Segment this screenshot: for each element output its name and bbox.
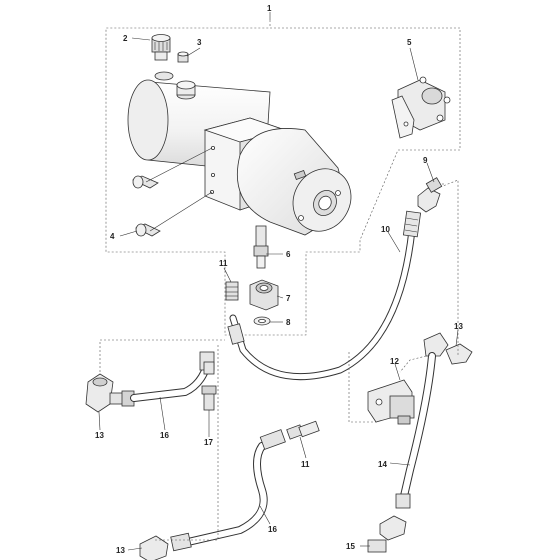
callout-13-right: 13 bbox=[454, 322, 463, 331]
callout-3: 3 bbox=[197, 38, 202, 47]
callout-16-upper: 16 bbox=[160, 431, 169, 440]
plug-fitting bbox=[177, 51, 189, 63]
callout-12: 12 bbox=[390, 357, 399, 366]
callout-11-lower: 11 bbox=[301, 460, 310, 469]
filler-cap bbox=[151, 34, 171, 61]
callout-14: 14 bbox=[378, 460, 387, 469]
callout-7: 7 bbox=[286, 294, 291, 303]
filler-port bbox=[154, 71, 174, 81]
callout-6: 6 bbox=[286, 250, 291, 259]
callout-16-lower: 16 bbox=[268, 525, 277, 534]
callout-1: 1 bbox=[267, 4, 272, 13]
return-line-assembly bbox=[85, 351, 217, 413]
callout-15: 15 bbox=[346, 542, 355, 551]
callout-13-left: 13 bbox=[95, 431, 104, 440]
hydraulic-hose-main bbox=[227, 210, 422, 381]
callout-4: 4 bbox=[110, 232, 115, 241]
assembly-boundary bbox=[105, 20, 461, 336]
callout-labels: 1 2 3 5 4 6 7 8 9 10 11 12 13 13 16 17 1… bbox=[95, 4, 463, 555]
callout-17: 17 bbox=[204, 438, 213, 447]
leader-lines bbox=[98, 12, 459, 551]
adapter-fitting-upper bbox=[225, 281, 239, 301]
callout-9: 9 bbox=[423, 156, 428, 165]
callout-10: 10 bbox=[381, 225, 390, 234]
connector-lines bbox=[99, 179, 459, 541]
elbow-fitting-9 bbox=[417, 177, 443, 213]
mounting-bolts bbox=[132, 175, 161, 237]
valve-block-assembly bbox=[367, 332, 473, 553]
callout-8: 8 bbox=[286, 318, 291, 327]
callout-13-bottom: 13 bbox=[116, 546, 125, 555]
pressure-fitting bbox=[253, 225, 269, 269]
hydraulic-hose-lower bbox=[139, 420, 320, 560]
callout-11-upper: 11 bbox=[219, 259, 228, 268]
check-valve bbox=[249, 279, 279, 311]
callout-2: 2 bbox=[123, 34, 128, 43]
electric-motor bbox=[236, 128, 352, 236]
reservoir-tank bbox=[127, 71, 271, 173]
solenoid-relay bbox=[391, 76, 451, 139]
callout-5: 5 bbox=[407, 38, 412, 47]
